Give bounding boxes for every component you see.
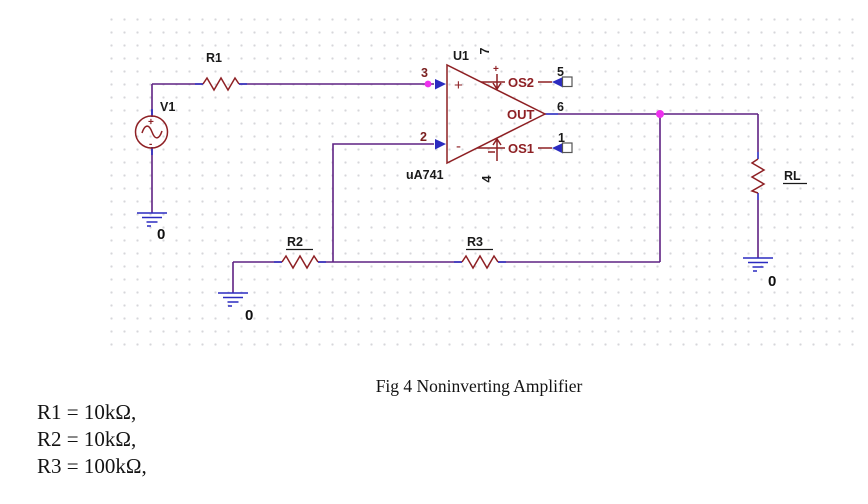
resistor-zigzag-icon <box>750 158 766 194</box>
ground-icon <box>743 257 773 272</box>
value-line-r2: R2 = 10kΩ, <box>37 427 137 451</box>
resistor-zigzag-icon <box>461 254 499 270</box>
pin5-terminal-square[interactable] <box>561 76 573 88</box>
sine-wave-icon <box>141 125 163 139</box>
component-values: R1 = 10kΩ, R2 = 10kΩ, R3 = 100kΩ, <box>37 399 147 480</box>
opamp-noninverting-sign: + <box>454 77 463 94</box>
pin1-arrow-icon <box>552 143 563 154</box>
ground-rl[interactable]: 0 <box>743 257 776 290</box>
vplus-sign: + <box>493 64 499 75</box>
figure-caption: Fig 4 Noninverting Amplifier <box>375 376 583 396</box>
pin6-number: 6 <box>557 100 564 114</box>
voltage-source-v1[interactable]: + - V1 <box>134 100 176 150</box>
ground-v1[interactable]: 0 <box>137 212 167 243</box>
pin5-arrow-icon <box>552 77 563 88</box>
pin2-number: 2 <box>420 130 427 144</box>
pin3-number: 3 <box>421 66 428 80</box>
ground-icon <box>137 212 167 227</box>
v1-plus-sign: + <box>148 117 154 128</box>
junction-dot-output <box>656 110 664 118</box>
os2-label: OS2 <box>508 75 534 90</box>
v1-minus-sign: - <box>149 139 152 150</box>
sine-source-icon <box>134 115 169 149</box>
resistor-r1[interactable]: R1 <box>202 51 240 92</box>
r1-label: R1 <box>206 51 222 65</box>
opamp-inverting-sign: - <box>456 138 461 155</box>
resistor-zigzag-icon <box>281 254 319 270</box>
opamp-u1[interactable]: + - U1 uA741 + 7 4 OS2 5 OUT 6 OS1 <box>406 47 573 182</box>
pin7-number: 7 <box>478 47 492 54</box>
vminus-marker-icon <box>488 137 502 161</box>
wire-pin2-feedback-node[interactable] <box>332 143 434 262</box>
schematic-canvas[interactable] <box>105 13 860 353</box>
ground-icon <box>218 292 248 307</box>
pin1-terminal-square[interactable] <box>561 142 573 154</box>
value-line-r3: R3 = 100kΩ, <box>37 454 147 478</box>
junction-dot-pin3 <box>424 80 432 88</box>
out-label: OUT <box>507 107 535 122</box>
v1-label: V1 <box>160 100 175 114</box>
resistor-zigzag-icon <box>202 76 240 92</box>
resistor-r2[interactable]: R2 <box>281 235 319 270</box>
opamp-model-label: uA741 <box>406 168 444 182</box>
ground-label: 0 <box>768 273 776 290</box>
r3-label: R3 <box>467 235 483 249</box>
resistor-rl[interactable]: RL <box>750 158 807 194</box>
rl-label: RL <box>784 169 801 183</box>
pin1-number: 1 <box>558 131 565 145</box>
os1-label: OS1 <box>508 141 534 156</box>
pin4-number: 4 <box>480 175 494 182</box>
resistor-r3[interactable]: R3 <box>461 235 499 270</box>
opamp-ref-label: U1 <box>453 49 469 63</box>
opamp-triangle-icon <box>446 63 547 165</box>
pin3-arrow-icon <box>435 79 446 90</box>
value-line-r1: R1 = 10kΩ, <box>37 400 137 424</box>
component-leads <box>151 83 759 263</box>
ground-label: 0 <box>245 307 253 324</box>
ground-r2[interactable]: 0 <box>218 292 253 324</box>
pin5-number: 5 <box>557 65 564 79</box>
r2-label: R2 <box>287 235 303 249</box>
ground-label: 0 <box>157 226 165 243</box>
pin2-arrow-icon <box>435 139 446 150</box>
